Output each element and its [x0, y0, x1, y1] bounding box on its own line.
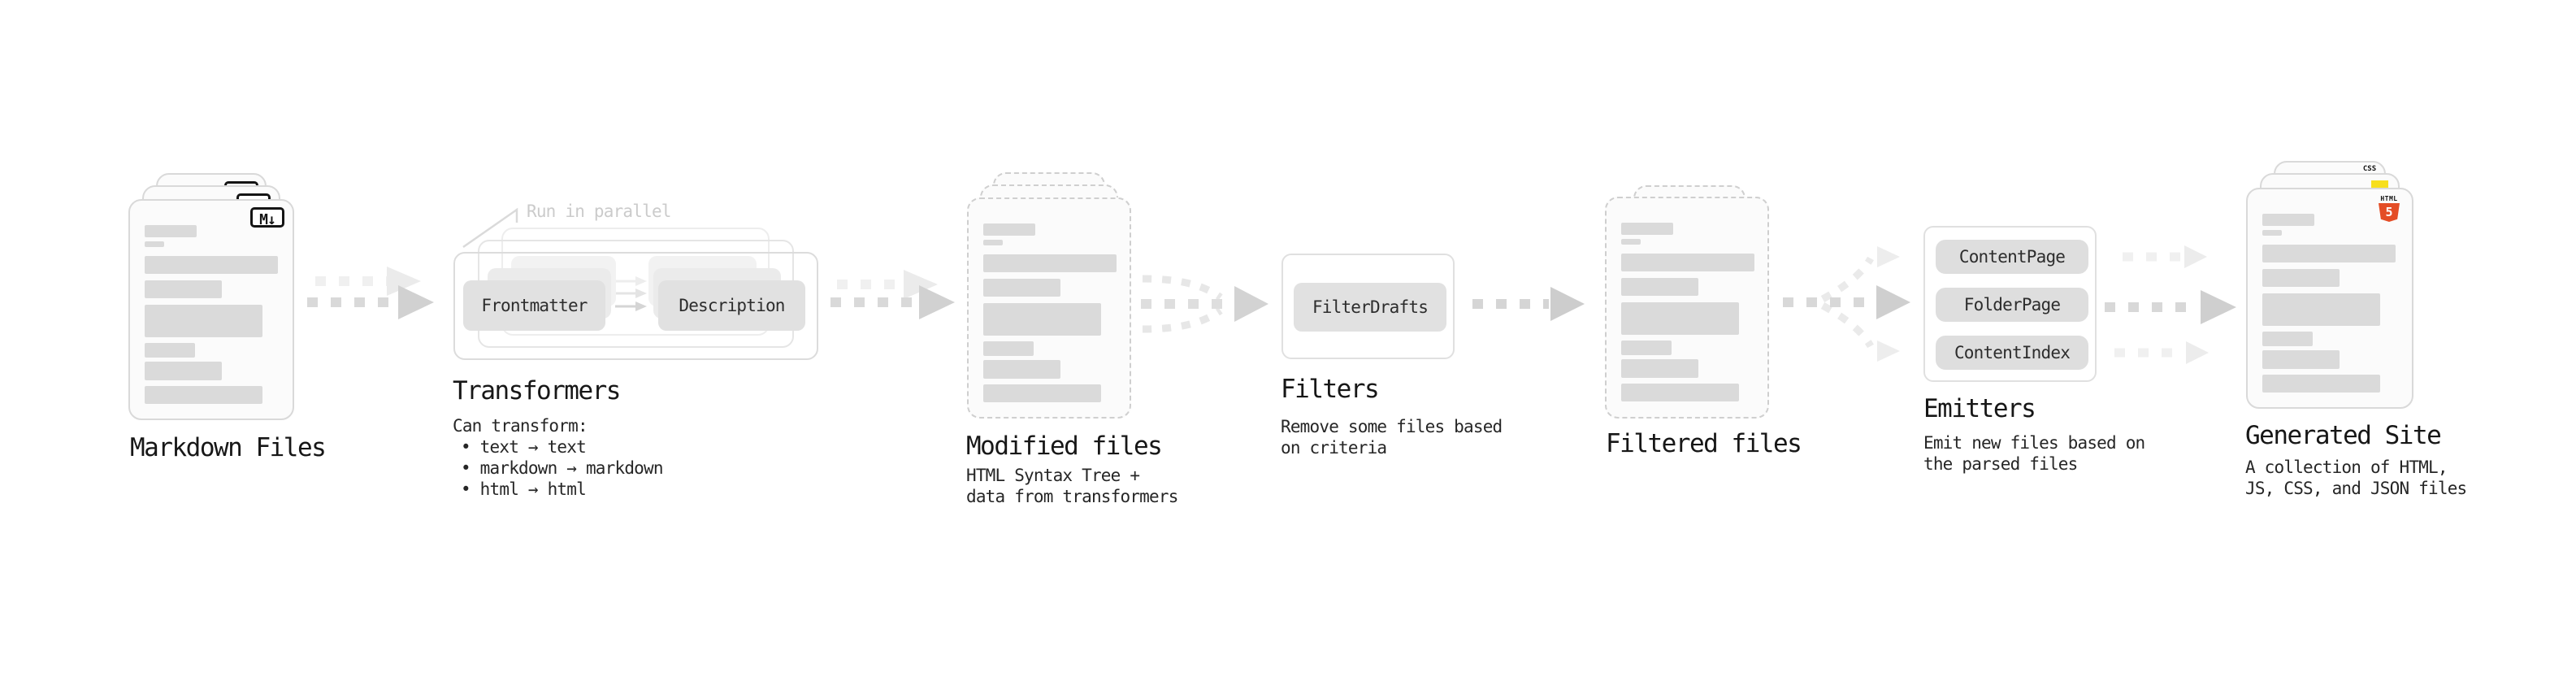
stage-title-markdown: Markdown Files [130, 433, 327, 462]
filters-panel: FilterDrafts [1281, 254, 1455, 359]
stage-title-transformers: Transformers [453, 376, 621, 406]
arrow-filters-to-filtered [1472, 287, 1585, 321]
stage-title-generated: Generated Site [2245, 421, 2442, 450]
generated-description: A collection of HTML, JS, CSS, and JSON … [2245, 457, 2467, 499]
modified-description-line2: data from transformers [966, 487, 1178, 506]
can-transform-line: Can transform: [453, 416, 588, 436]
bullet-markdown-to-markdown: • markdown → markdown [461, 458, 664, 478]
description-step: Description [658, 280, 805, 331]
bullet-text-to-text: • text → text [461, 437, 587, 457]
emitter-folderpage: FolderPage [1936, 288, 2088, 322]
emitters-description-line1: Emit new files based on [1923, 433, 2145, 453]
emitter-contentindex: ContentIndex [1936, 336, 2088, 370]
generated-description-line2: JS, CSS, and JSON files [2245, 479, 2467, 498]
filters-description-line2: on criteria [1281, 438, 1387, 458]
html5-icon: HTML 5 [2379, 196, 2400, 222]
stage-title-modified: Modified files [966, 432, 1163, 461]
arrow-modified-to-filters-merge [1141, 275, 1268, 333]
generated-file-html: HTML 5 [2246, 188, 2413, 409]
generated-description-line1: A collection of HTML, [2245, 458, 2448, 477]
filters-description: Remove some files based on criteria [1281, 416, 1503, 458]
frontmatter-step: Frontmatter [463, 280, 605, 331]
emitters-description: Emit new files based on the parsed files [1923, 432, 2145, 475]
arrow-transformers-to-modified [830, 270, 955, 319]
emitters-description-line2: the parsed files [1923, 454, 2078, 474]
filters-description-line1: Remove some files based [1281, 417, 1503, 436]
arrow-emitters-to-generated [2105, 245, 2236, 364]
filtered-file-front [1605, 197, 1769, 419]
stage-title-filters: Filters [1281, 375, 1380, 404]
bullet-html-to-html: • html → html [461, 479, 587, 499]
html5-shield: 5 [2379, 203, 2400, 222]
transformers-description: Can transform: • text → text • markdown … [453, 415, 664, 500]
html5-number: 5 [2385, 205, 2393, 219]
emitters-panel: ContentPage FolderPage ContentIndex [1923, 226, 2097, 382]
modified-file-front [967, 197, 1131, 419]
stage-title-emitters: Emitters [1923, 394, 2036, 423]
html5-icon-label: HTML [2380, 195, 2398, 202]
run-in-parallel-label: Run in parallel [527, 202, 671, 221]
markdown-icon: M↓ [250, 207, 284, 228]
arrow-filtered-to-emitters-split [1783, 246, 1910, 362]
css-icon-label: CSS [2362, 165, 2377, 173]
emitter-contentpage: ContentPage [1936, 240, 2088, 274]
transformer-panel-front: Frontmatter Description [453, 252, 818, 360]
modified-description: HTML Syntax Tree + data from transformer… [966, 465, 1178, 507]
filterdrafts-step: FilterDrafts [1294, 283, 1446, 332]
markdown-file-front: M↓ [128, 199, 294, 420]
stage-title-filtered: Filtered files [1606, 429, 1802, 458]
arrow-markdown-to-transformers [307, 267, 434, 319]
modified-description-line1: HTML Syntax Tree + [966, 466, 1140, 485]
